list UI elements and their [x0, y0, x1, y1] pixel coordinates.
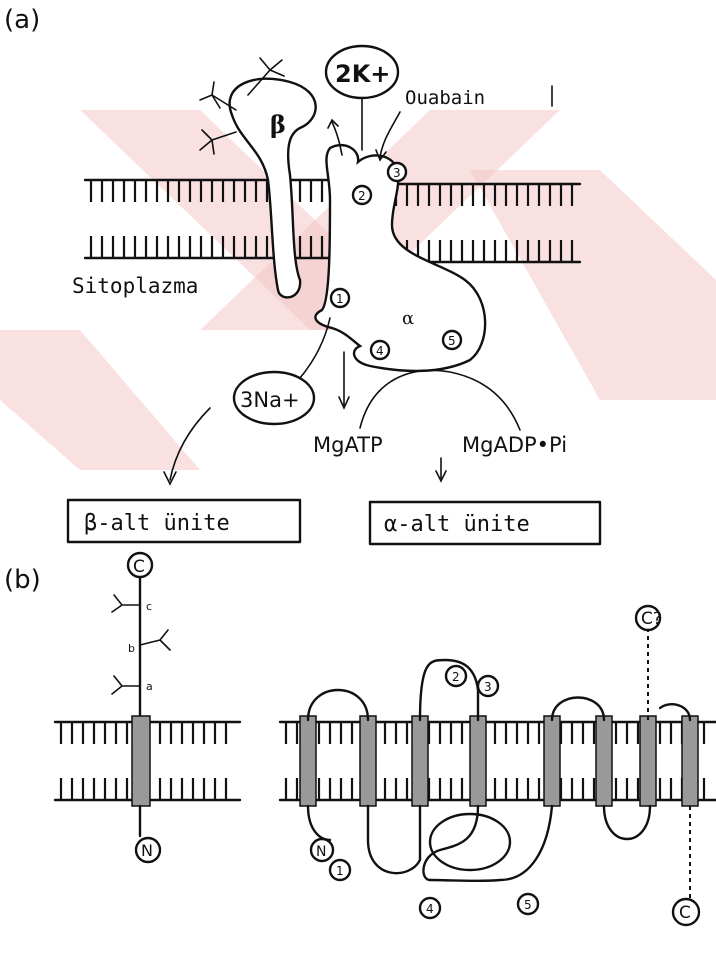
alpha-box-label: α-alt ünite — [384, 512, 530, 537]
transmembrane-segment — [544, 716, 560, 806]
transmembrane-segment — [412, 716, 428, 806]
beta-label-a: β — [270, 110, 286, 139]
alpha-c-top: C? — [641, 609, 662, 629]
beta-n-terminal: N — [141, 841, 153, 860]
marker-b-2: 2 — [452, 670, 460, 684]
alpha-n-terminal: N — [316, 844, 326, 860]
atp-reaction: MgATP MgADP•Pi — [313, 370, 567, 457]
sodium-ion: 3Na+ — [234, 318, 349, 424]
beta-subunit-box: β-alt ünite — [68, 500, 300, 542]
alpha-subunit-box: α-alt ünite — [370, 502, 600, 544]
marker-a-5: 5 — [448, 334, 456, 348]
transmembrane-segment — [360, 716, 376, 806]
potassium-label: 2K+ — [335, 60, 390, 88]
alpha-label-a: α — [402, 308, 414, 329]
marker-b-1: 1 — [336, 864, 344, 878]
membrane-b — [55, 722, 716, 800]
glyco-label-b: b — [128, 642, 135, 655]
mg-adp-label: MgADP•Pi — [462, 433, 567, 457]
marker-b-3: 3 — [484, 680, 492, 694]
alpha-subunit-b: C? C — [300, 606, 699, 925]
mg-atp-label: MgATP — [313, 433, 383, 457]
transmembrane-segment — [682, 716, 698, 806]
arrow-icon — [164, 408, 446, 484]
beta-subunit-b: C N c b a — [112, 553, 170, 862]
panel-a-label: (a) — [4, 5, 40, 35]
marker-a-3: 3 — [393, 166, 401, 180]
transmembrane-segment — [596, 716, 612, 806]
beta-c-terminal: C — [133, 557, 145, 577]
ouabain-label: Ouabain — [405, 87, 485, 109]
marker-b-4: 4 — [426, 902, 434, 916]
transmembrane-segment — [470, 716, 486, 806]
marker-a-4: 4 — [376, 344, 384, 358]
marker-a-1: 1 — [336, 292, 344, 306]
panel-b-label: (b) — [4, 565, 41, 595]
glyco-label-c: c — [146, 600, 152, 613]
beta-box-label: β-alt ünite — [84, 511, 230, 536]
cytoplasm-label: Sitoplazma — [72, 274, 198, 298]
marker-a-2: 2 — [358, 189, 366, 203]
transmembrane-segment — [300, 716, 316, 806]
marker-b-5: 5 — [524, 898, 532, 912]
transmembrane-segment — [640, 716, 656, 806]
glyco-label-a: a — [146, 680, 153, 693]
sodium-label: 3Na+ — [240, 388, 300, 412]
alpha-c-bottom: C — [679, 903, 691, 923]
